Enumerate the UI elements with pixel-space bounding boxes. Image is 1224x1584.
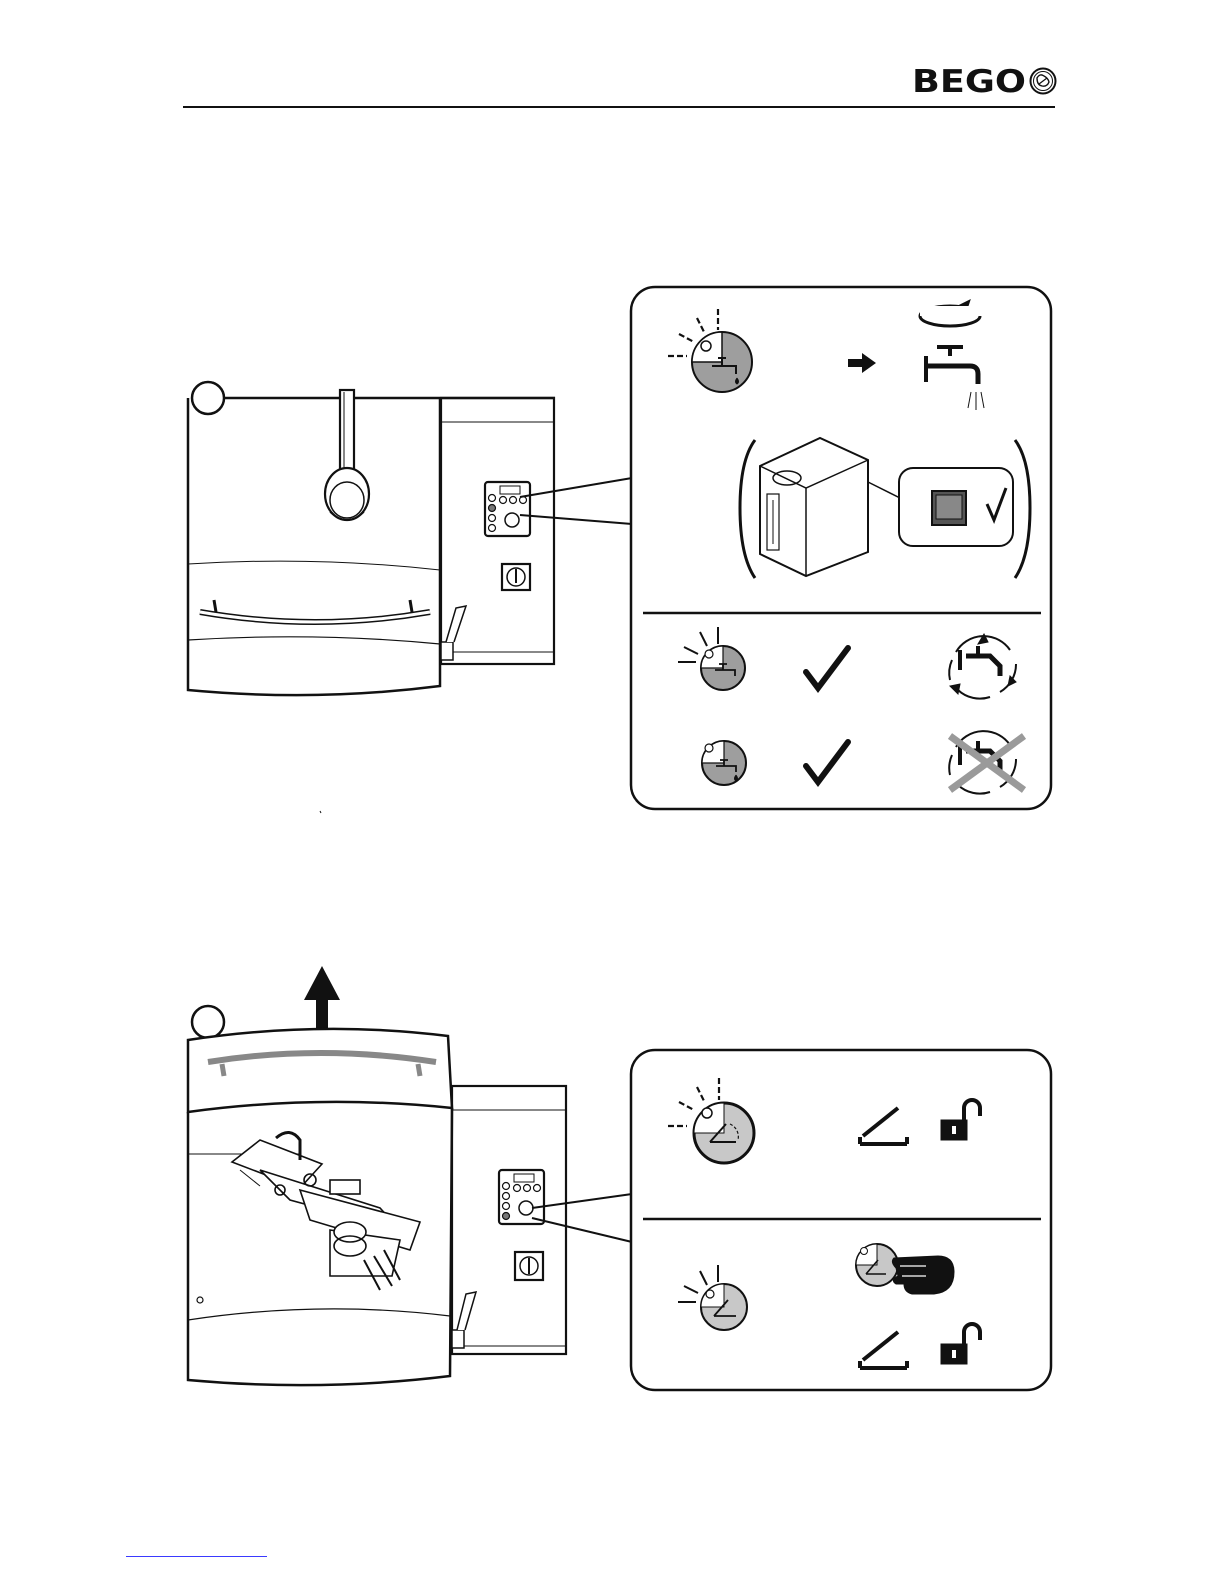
machine-top-figure — [188, 382, 632, 813]
footer-link-underline[interactable] — [126, 1556, 267, 1557]
casting-arm-mechanism — [232, 1132, 420, 1290]
power-switch-icon — [899, 468, 1013, 546]
machine-open-figure — [188, 966, 632, 1385]
step-circle-1 — [192, 382, 224, 414]
water-static-icon — [702, 741, 746, 785]
detail-panel-bottom — [631, 1050, 1051, 1390]
step-circle-2 — [192, 1006, 224, 1038]
